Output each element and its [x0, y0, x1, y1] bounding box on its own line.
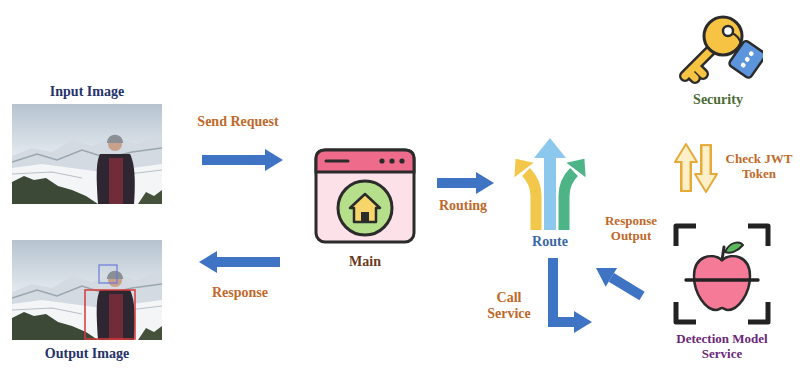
connector-group: [686, 160, 687, 192]
photo-node: Output Image: [10, 240, 164, 362]
icon-illustration: [510, 134, 590, 230]
icon-illustration: [310, 146, 420, 246]
key-string: [732, 33, 741, 44]
photo-person-body: [97, 154, 135, 204]
flow-arrow: [202, 155, 265, 165]
flow-arrow: [437, 178, 476, 188]
token-check-arrow-fill: [703, 146, 710, 176]
apple-stem: [722, 247, 724, 260]
key-bow: [704, 17, 742, 55]
key-tag-dot: [740, 62, 747, 69]
key-blade: [685, 48, 713, 78]
service-icon-node: Main: [305, 146, 425, 270]
route-arrow-head: [534, 138, 566, 158]
key-tag-body: [728, 40, 763, 79]
key-hole: [723, 26, 733, 36]
window-dot: [379, 158, 384, 163]
node-label: Security: [693, 92, 743, 108]
token-check-arrow-fill: [683, 160, 690, 190]
edge-label: Response Output: [598, 214, 664, 244]
node-label: Input Image: [50, 84, 124, 100]
photo-sky: [12, 104, 162, 204]
icon-illustration: [672, 222, 772, 326]
key-tag-dot: [748, 50, 755, 57]
edge-label: Check JWT Token: [724, 152, 794, 182]
apple-leaf: [725, 243, 743, 253]
window-dot: [399, 158, 404, 163]
icon-illustration: [12, 240, 162, 340]
route-arrow: [544, 156, 556, 230]
window-dash: [326, 160, 348, 163]
key-blade: [685, 48, 713, 78]
flow-arrow: [217, 257, 280, 267]
flow-arrow: [611, 277, 642, 296]
photo-person-body: [97, 290, 135, 340]
node-label: Output Image: [45, 346, 129, 362]
scan-frame: [676, 226, 768, 322]
home-circle: [338, 181, 392, 235]
photo-person-shirt: [109, 294, 123, 340]
detection-box: [99, 265, 117, 283]
flow-arrow: [553, 258, 574, 322]
node-label: Detection Model Service: [660, 332, 784, 362]
connector-group: [437, 183, 476, 184]
photo-node: Input Image: [10, 84, 164, 204]
security-icon-node: Security: [670, 6, 766, 108]
edge-label: Send Request: [178, 114, 298, 130]
connector-group: [217, 262, 280, 263]
home-house: [350, 194, 380, 222]
node-label: Route: [532, 234, 568, 250]
photo-snow-shade: [12, 170, 162, 178]
photo-person-hat: [107, 271, 123, 279]
edge-label: Routing: [432, 198, 494, 214]
photo-ridge: [12, 148, 162, 162]
photo-snow: [12, 300, 162, 340]
connector-group: [611, 277, 642, 296]
photo-snow: [12, 164, 162, 204]
route-arrow-head: [514, 159, 533, 177]
node-label: Main: [349, 254, 381, 270]
window-body: [316, 150, 414, 242]
router-icon-node: Route: [508, 134, 592, 250]
detection-box: [85, 290, 135, 339]
connector-group: [706, 144, 707, 176]
icon-illustration: [12, 104, 162, 204]
photo-person-shirt: [109, 158, 123, 204]
window-dot: [389, 158, 394, 163]
route-arrow: [526, 172, 536, 230]
window-bar: [316, 150, 414, 172]
apple-body: [694, 256, 750, 310]
icon-illustration: [673, 6, 763, 88]
route-arrow: [564, 172, 574, 230]
edge-label: Call Service: [478, 290, 540, 322]
key-tag-dot: [744, 56, 751, 63]
photo-snow-shade: [12, 306, 162, 314]
model-icon-node: Detection Model Service: [660, 222, 784, 362]
photo-person-hat: [107, 135, 123, 143]
photo-sky: [12, 240, 162, 340]
photo-trees: [138, 326, 162, 340]
scan-line: [686, 278, 758, 282]
photo-ridge: [12, 284, 162, 298]
edge-label: Response: [200, 285, 280, 301]
home-door: [361, 212, 369, 222]
connector-group: [553, 258, 574, 322]
photo-trees: [138, 190, 162, 204]
connector-group: [202, 160, 265, 161]
photo-trees: [12, 176, 98, 204]
key-tag: [728, 40, 763, 79]
route-arrow-head: [566, 159, 585, 177]
